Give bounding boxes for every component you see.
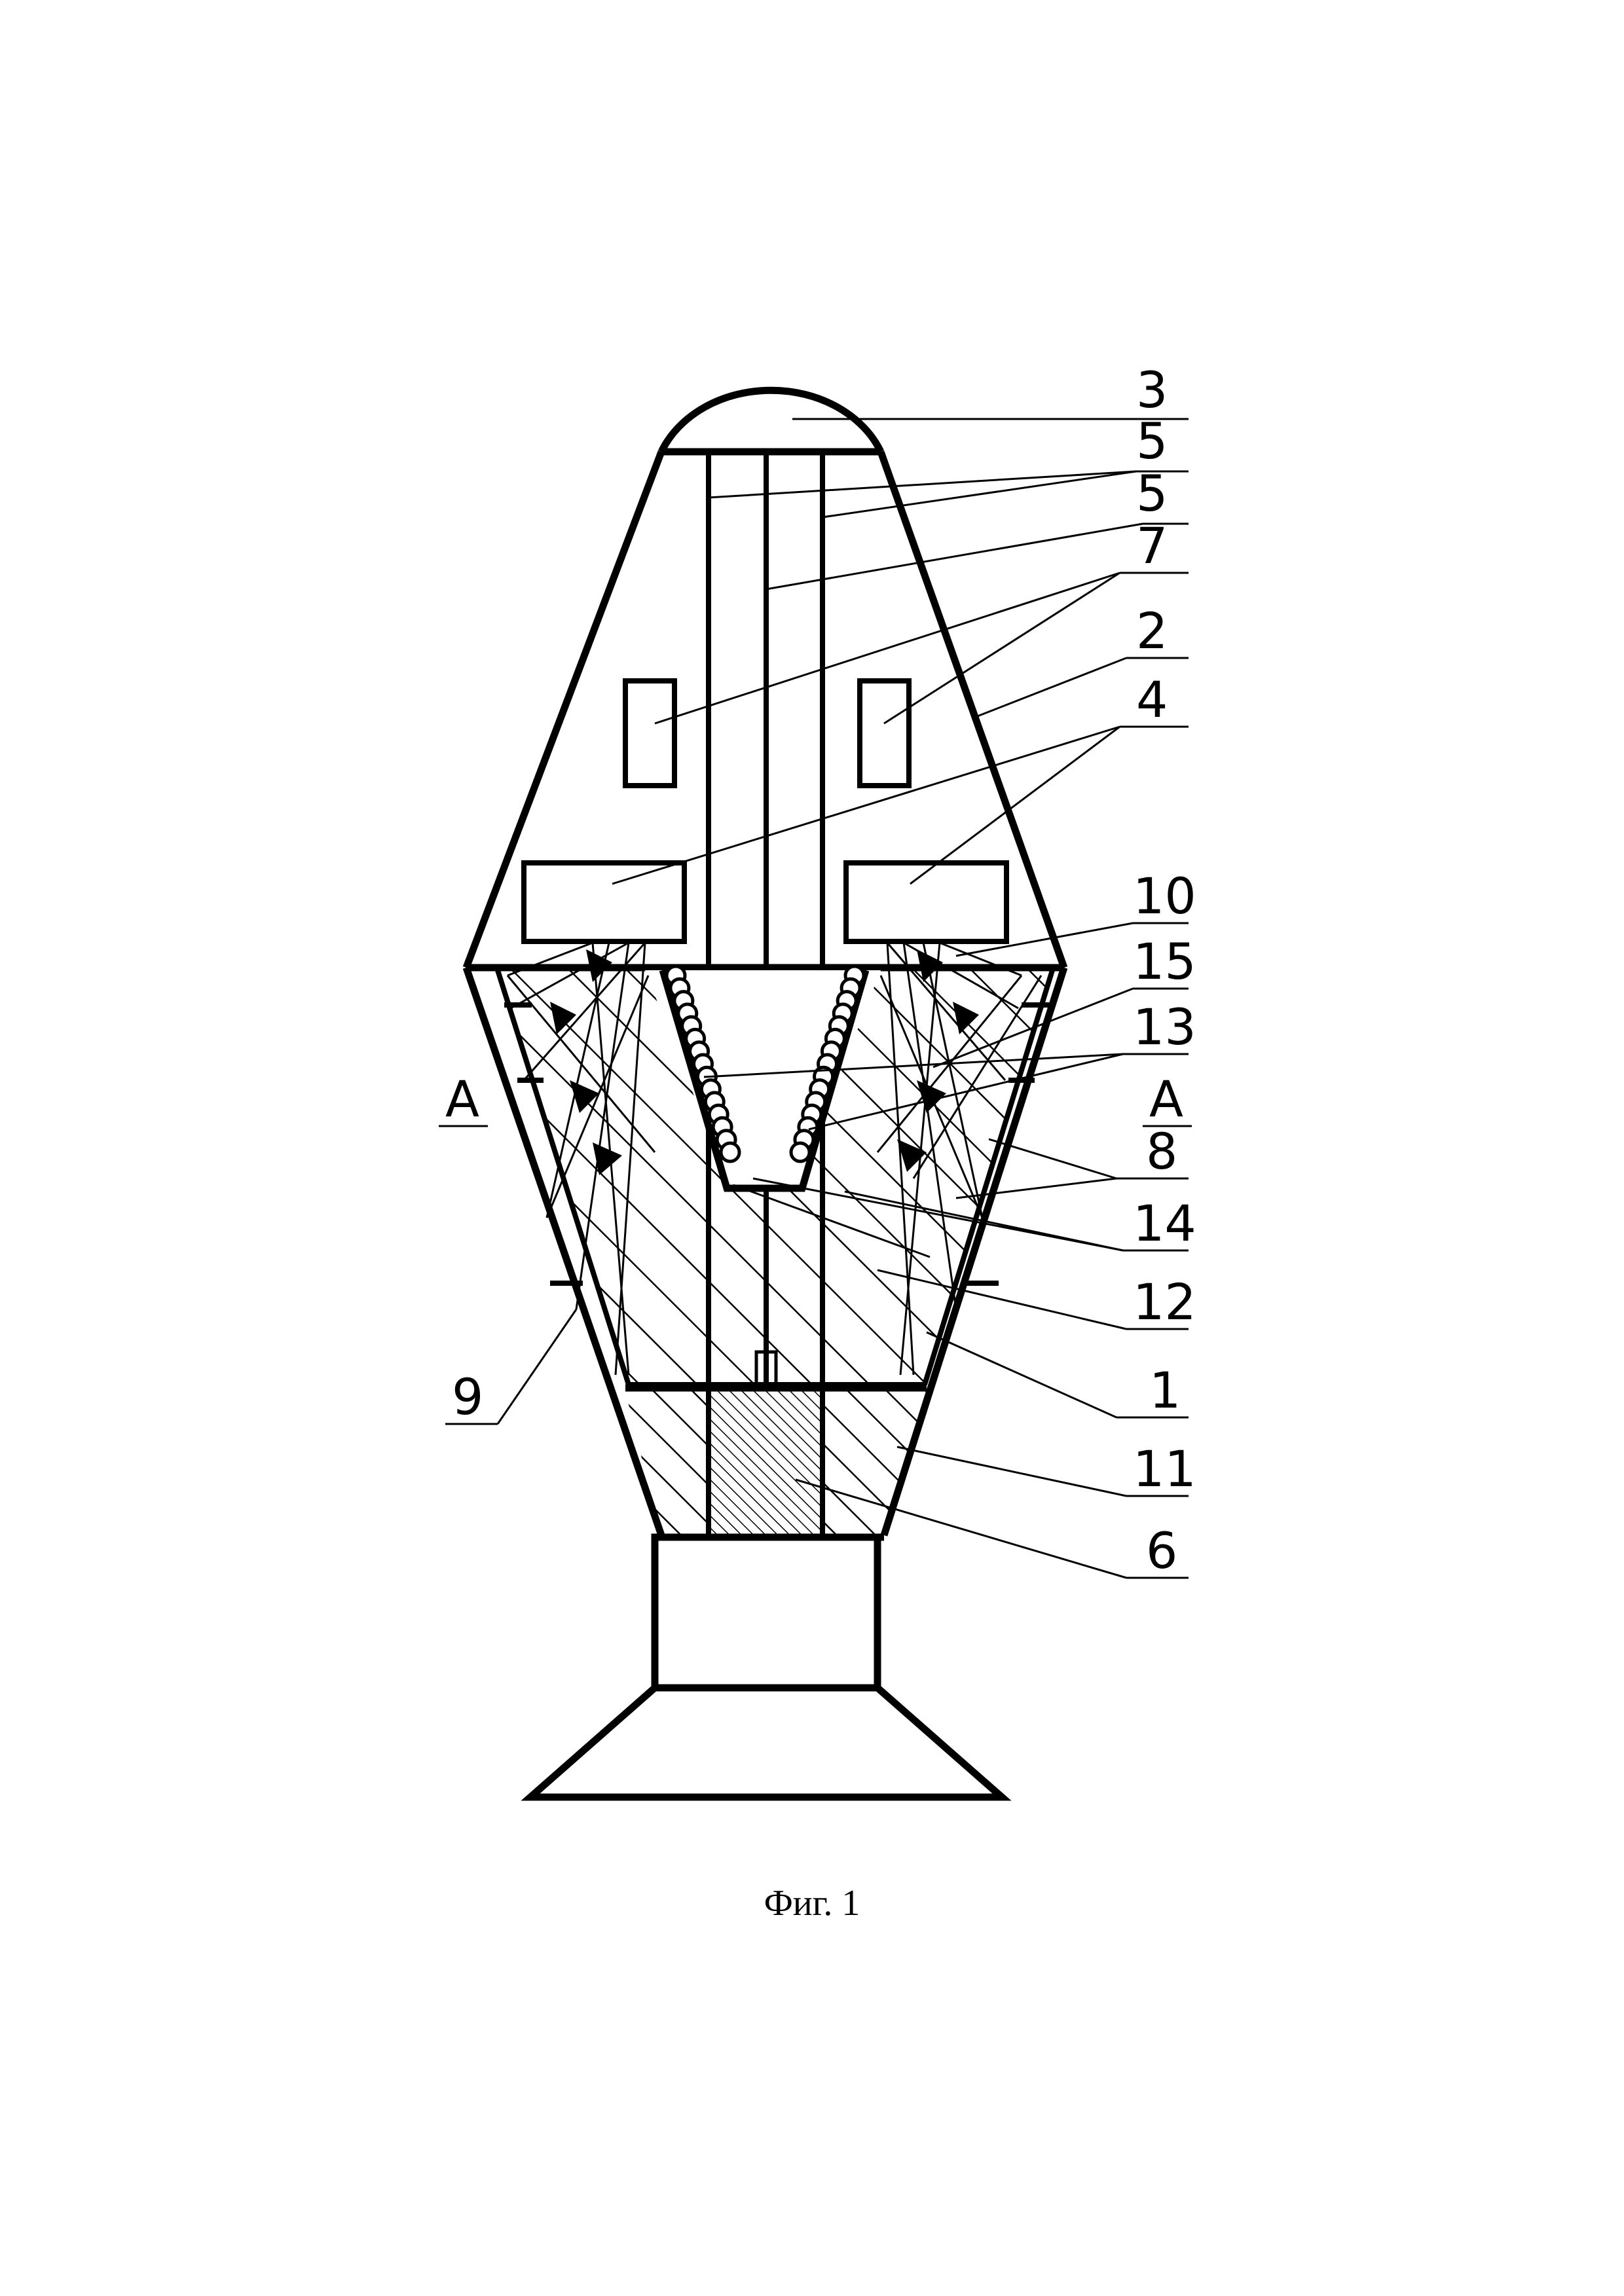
- label-3: 3: [1136, 361, 1168, 419]
- label-10: 10: [1133, 867, 1196, 925]
- arrows: [550, 949, 979, 1175]
- nozzle: [521, 1533, 1012, 1801]
- label-5a: 5: [1136, 412, 1168, 470]
- nose-cap: [658, 386, 884, 454]
- label-7: 7: [1136, 517, 1168, 575]
- label-8: 8: [1146, 1122, 1177, 1180]
- label-4: 4: [1136, 670, 1168, 729]
- label-1: 1: [1149, 1361, 1181, 1419]
- label-5b: 5: [1136, 464, 1168, 522]
- ball: [719, 1141, 741, 1163]
- middle-hatched-section: [496, 969, 1054, 1385]
- section-mark-left: А: [445, 1070, 479, 1128]
- label-15: 15: [1133, 932, 1196, 991]
- leader-lines: [439, 418, 1192, 1579]
- callout-labels: 3 5 5 7 5 2 4 10 15 13 8 14 12 1 11 6 9 …: [445, 361, 1196, 1580]
- label-2: 2: [1136, 602, 1168, 660]
- label-12: 12: [1133, 1273, 1196, 1331]
- label-14: 14: [1133, 1194, 1196, 1252]
- strut-network: [506, 941, 1043, 1376]
- label-6: 6: [1146, 1522, 1177, 1580]
- block-7-left: [623, 678, 677, 788]
- label-13: 13: [1133, 998, 1196, 1056]
- block-7-right: [857, 678, 912, 788]
- block-4-left: [521, 860, 687, 944]
- label-9: 9: [452, 1368, 483, 1426]
- figure-caption: Фиг. 1: [764, 1883, 860, 1923]
- label-11: 11: [1133, 1440, 1196, 1498]
- base-section: [625, 1384, 927, 1541]
- block-4-right: [843, 860, 1009, 944]
- ball-chain-right: [789, 964, 866, 1163]
- ball-chain-left: [665, 964, 741, 1163]
- section-mark-right: А: [1149, 1070, 1183, 1128]
- ball: [789, 1141, 811, 1163]
